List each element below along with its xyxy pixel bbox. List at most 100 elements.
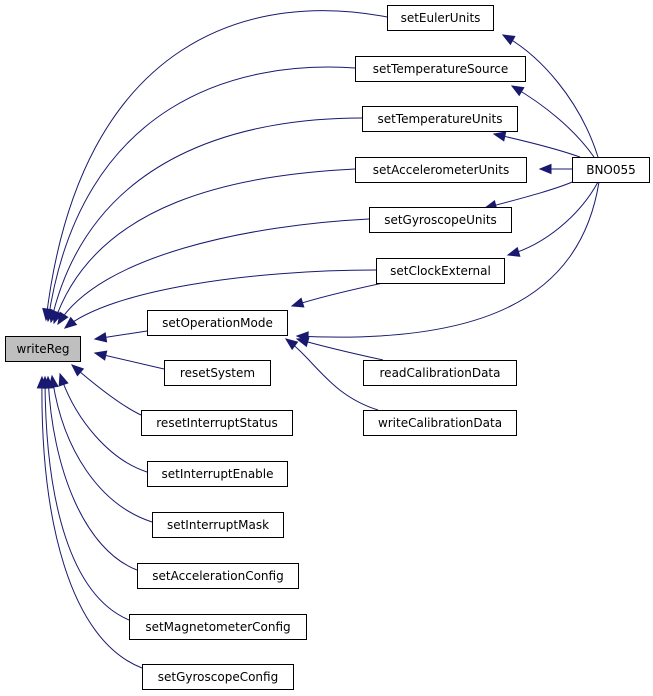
node-setMagnetometerConfig[interactable]: setMagnetometerConfig bbox=[129, 614, 307, 640]
node-box bbox=[147, 310, 288, 336]
node-box bbox=[164, 360, 271, 386]
edge-line bbox=[507, 181, 599, 256]
node-label: setTemperatureSource bbox=[373, 62, 509, 76]
node-writeCalibrationData[interactable]: writeCalibrationData bbox=[363, 410, 517, 436]
node-setTemperatureUnits[interactable]: setTemperatureUnits bbox=[362, 106, 518, 132]
edge-line bbox=[291, 282, 384, 307]
edge-setGyroscopeUnits-to-writeReg bbox=[57, 218, 370, 326]
edge-line bbox=[47, 66, 356, 322]
node-label: setClockExternal bbox=[390, 264, 491, 278]
edge-line bbox=[57, 218, 370, 325]
node-label: writeReg bbox=[17, 342, 70, 356]
edge-line bbox=[296, 338, 384, 361]
node-box bbox=[129, 614, 307, 640]
node-setGyroscopeUnits[interactable]: setGyroscopeUnits bbox=[369, 207, 512, 233]
node-box bbox=[387, 5, 494, 31]
edge-BNO055-to-setClockExternal bbox=[506, 181, 599, 257]
arrowhead bbox=[36, 375, 48, 389]
node-label: setGyroscopeUnits bbox=[384, 213, 497, 227]
arrowhead bbox=[284, 338, 299, 351]
edge-BNO055-to-setTemperatureUnits bbox=[492, 131, 581, 158]
edge-setClockExternal-to-writeReg bbox=[63, 269, 377, 329]
node-box bbox=[5, 336, 81, 362]
node-setAccelerationConfig[interactable]: setAccelerationConfig bbox=[137, 563, 299, 589]
node-box bbox=[363, 360, 517, 386]
node-label: setAccelerationConfig bbox=[152, 569, 283, 583]
node-setOperationMode[interactable]: setOperationMode bbox=[147, 310, 288, 336]
node-box bbox=[362, 106, 518, 132]
node-label: setInterruptEnable bbox=[161, 467, 273, 481]
edge-line bbox=[71, 364, 142, 416]
node-label: setInterruptMask bbox=[167, 518, 269, 532]
node-BNO055[interactable]: BNO055 bbox=[572, 157, 650, 183]
edge-resetSystem-to-writeReg bbox=[93, 350, 165, 370]
node-box bbox=[355, 157, 527, 183]
edge-line bbox=[50, 117, 363, 323]
node-setClockExternal[interactable]: setClockExternal bbox=[376, 258, 505, 284]
edge-line bbox=[493, 133, 581, 158]
node-label: resetSystem bbox=[180, 366, 255, 380]
node-setInterruptMask[interactable]: setInterruptMask bbox=[152, 512, 284, 538]
edge-setAccelerometerUnits-to-writeReg bbox=[52, 168, 356, 325]
edge-line bbox=[511, 85, 595, 158]
node-box bbox=[152, 512, 284, 538]
node-setGyroscopeConfig[interactable]: setGyroscopeConfig bbox=[142, 664, 294, 690]
node-box bbox=[369, 207, 512, 233]
arrowhead bbox=[290, 297, 305, 308]
node-setEulerUnits[interactable]: setEulerUnits bbox=[387, 5, 494, 31]
node-label: readCalibrationData bbox=[380, 366, 501, 380]
edge-writeCalibrationData-to-setOperationMode bbox=[284, 338, 379, 411]
node-box bbox=[137, 563, 299, 589]
edge-line bbox=[47, 376, 138, 571]
arrowhead bbox=[501, 34, 516, 46]
node-writeReg[interactable]: writeReg bbox=[5, 336, 81, 362]
node-box bbox=[572, 157, 650, 183]
arrowhead bbox=[57, 311, 69, 326]
node-box bbox=[355, 56, 526, 82]
edge-BNO055-to-setAccelerometerUnits bbox=[538, 163, 572, 175]
arrowhead bbox=[492, 131, 507, 142]
edge-readCalibrationData-to-setOperationMode bbox=[295, 337, 384, 361]
arrowhead bbox=[510, 85, 525, 97]
arrowhead bbox=[538, 163, 552, 175]
edge-line bbox=[51, 375, 153, 523]
node-label: resetInterruptStatus bbox=[156, 416, 277, 430]
arrowhead bbox=[506, 246, 521, 257]
arrowhead bbox=[295, 337, 310, 348]
edge-line bbox=[45, 10, 388, 321]
arrowhead bbox=[93, 332, 108, 343]
edge-line bbox=[296, 181, 600, 338]
node-setInterruptEnable[interactable]: setInterruptEnable bbox=[147, 461, 288, 487]
node-box bbox=[141, 410, 293, 436]
edge-line bbox=[59, 373, 148, 473]
edge-line bbox=[94, 352, 165, 370]
node-label: setEulerUnits bbox=[401, 11, 481, 25]
node-box bbox=[147, 461, 288, 487]
node-box bbox=[376, 258, 505, 284]
node-resetSystem[interactable]: resetSystem bbox=[164, 360, 271, 386]
edge-BNO055-to-setGyroscopeUnits bbox=[483, 179, 578, 211]
edge-line bbox=[53, 168, 356, 324]
nodes-layer: writeReg setEulerUnits setTemperatureSourc… bbox=[5, 5, 650, 690]
node-setAccelerometerUnits[interactable]: setAccelerometerUnits bbox=[355, 157, 527, 183]
edge-resetInterruptStatus-to-writeReg bbox=[70, 364, 142, 416]
edge-line bbox=[64, 269, 377, 329]
edge-setEulerUnits-to-writeReg bbox=[42, 10, 388, 322]
edge-line bbox=[41, 376, 143, 669]
arrowhead bbox=[93, 350, 108, 361]
edge-setInterruptEnable-to-writeReg bbox=[58, 372, 148, 473]
arrowhead bbox=[70, 364, 85, 377]
node-label: setOperationMode bbox=[162, 316, 273, 330]
edge-BNO055-to-setTemperatureSource bbox=[510, 85, 595, 158]
edge-setOperationMode-to-writeReg bbox=[93, 330, 148, 343]
node-resetInterruptStatus[interactable]: resetInterruptStatus bbox=[141, 410, 293, 436]
node-label: setMagnetometerConfig bbox=[145, 620, 290, 634]
node-setTemperatureSource[interactable]: setTemperatureSource bbox=[355, 56, 526, 82]
node-box bbox=[363, 410, 517, 436]
node-readCalibrationData[interactable]: readCalibrationData bbox=[363, 360, 517, 386]
arrowhead bbox=[58, 372, 69, 387]
node-label: BNO055 bbox=[586, 163, 636, 177]
node-label: setTemperatureUnits bbox=[377, 112, 502, 126]
node-box bbox=[142, 664, 294, 690]
